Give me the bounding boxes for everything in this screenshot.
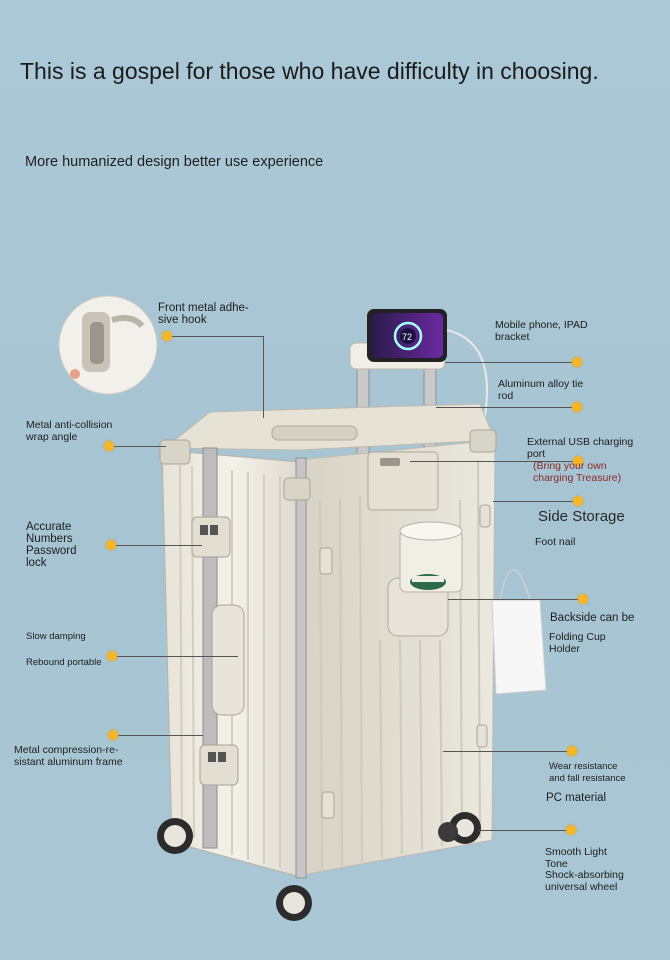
leader-line <box>410 461 578 462</box>
label-wheel: Smooth Light Tone Shock-absorbing univer… <box>545 846 624 893</box>
label-cup-holder: Folding Cup Holder <box>549 631 606 655</box>
label-slow-damping: Slow damping <box>26 631 86 642</box>
label-side-storage: Side Storage <box>538 508 625 525</box>
label-rebound: Rebound portable <box>26 657 102 668</box>
callout-dot <box>107 651 117 661</box>
leader-line <box>112 545 202 546</box>
label-compression-frame: Metal compression-re- sistant aluminum f… <box>14 744 123 768</box>
callout-dot <box>567 746 577 756</box>
callout-dot <box>162 331 172 341</box>
leader-line <box>112 656 238 657</box>
phone-on-bracket: 72 <box>367 309 447 362</box>
leader-line <box>445 362 577 363</box>
callout-dot <box>566 825 576 835</box>
shopping-bag <box>491 569 547 695</box>
callout-dot <box>578 594 588 604</box>
hook-inset <box>58 295 158 395</box>
leader-line <box>113 735 203 736</box>
leader-line <box>448 599 583 600</box>
subheadline: More humanized design better use experie… <box>25 154 324 170</box>
leader-line <box>443 751 572 752</box>
leader-line <box>263 336 264 418</box>
headline: This is a gospel for those who have diff… <box>20 58 599 84</box>
label-usb-note: (Bring your own charging Treasure) <box>533 460 622 484</box>
leader-line <box>478 830 571 831</box>
label-alloy-rod: Aluminum alloy tie rod <box>498 378 584 402</box>
label-pc-material: PC material <box>546 792 607 804</box>
callout-dot <box>572 357 582 367</box>
label-front-hook: Front metal adhe- sive hook <box>158 302 249 326</box>
callout-dot <box>106 540 116 550</box>
label-foot-nail: Foot nail <box>535 536 576 548</box>
cup-holder <box>387 521 463 637</box>
callout-dot <box>572 402 582 412</box>
callout-dot <box>573 456 583 466</box>
label-usb-port: External USB charging port <box>527 436 634 460</box>
label-backside: Backside can be <box>550 612 635 624</box>
label-phone-bracket: Mobile phone, IPAD bracket <box>495 319 588 343</box>
callout-dot <box>573 496 583 506</box>
wheels <box>157 812 481 921</box>
leader-line <box>436 407 577 408</box>
callout-dot <box>104 441 114 451</box>
side-handle <box>211 604 245 716</box>
label-anti-collision: Metal anti-collision wrap angle <box>26 419 113 443</box>
phone-screen-text: 72 <box>402 332 412 342</box>
callout-dot <box>108 730 118 740</box>
label-password-lock: Accurate Numbers Password lock <box>26 521 77 569</box>
leader-line <box>168 336 264 337</box>
leader-line <box>493 501 578 502</box>
label-wear-resistance: Wear resistance and fall resistance <box>549 761 626 784</box>
leader-line <box>110 446 166 447</box>
